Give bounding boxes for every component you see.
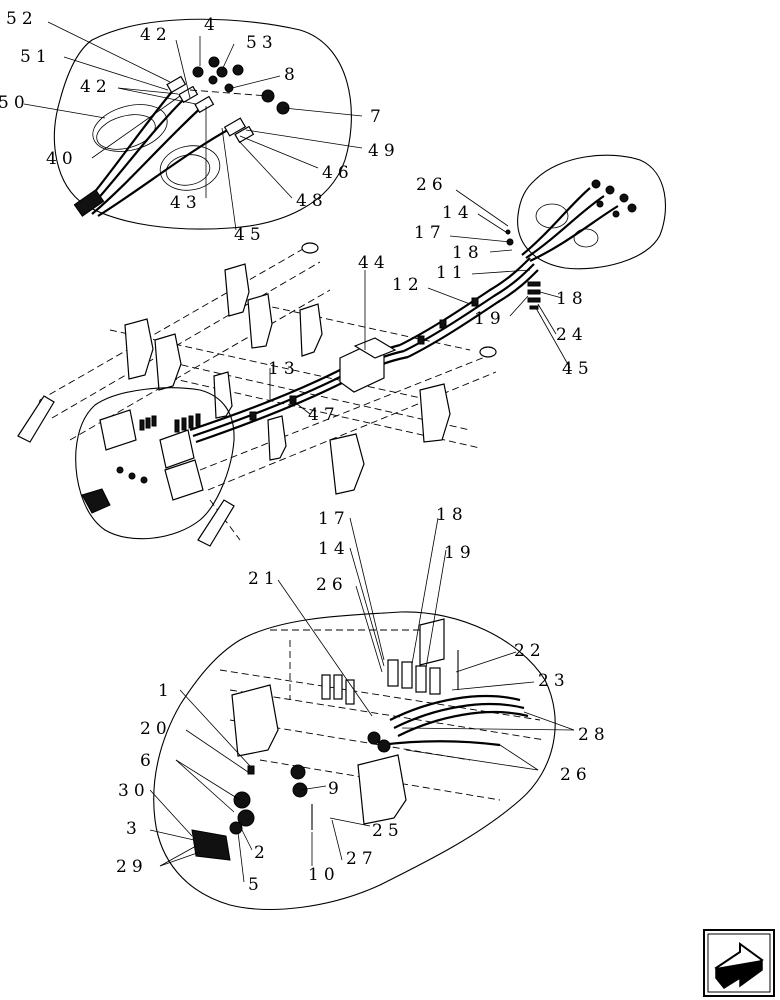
callout-6: 6	[140, 751, 156, 771]
callout-7: 7	[370, 107, 386, 127]
callout-44: 44	[358, 253, 390, 273]
callout-4: 4	[204, 15, 220, 35]
callout-42-b: 42	[80, 77, 112, 97]
frame-assembly	[17, 229, 541, 547]
callout-30: 30	[118, 781, 150, 801]
callout-2: 2	[254, 843, 270, 863]
detail-bubble-top-right	[517, 154, 666, 270]
callout-19-a: 19	[474, 309, 506, 329]
callout-17-a: 17	[414, 223, 446, 243]
callout-27: 27	[346, 849, 378, 869]
callout-26-b: 26	[316, 575, 348, 595]
callout-22: 22	[514, 641, 546, 661]
detail-bubble-mid-left	[75, 387, 235, 540]
leaders-bottom	[149, 517, 575, 883]
callout-23: 23	[538, 671, 570, 691]
callout-18-b: 18	[556, 289, 588, 309]
detail-bubble-bottom	[153, 611, 556, 910]
callout-12: 12	[392, 275, 424, 295]
callout-8: 8	[284, 65, 300, 85]
callout-20: 20	[140, 719, 172, 739]
callout-labels: 52 51 50 42 42 4 53 8 7 49 40 46 43 48 4…	[0, 9, 610, 895]
callout-52: 52	[6, 9, 38, 29]
callout-45-a: 45	[234, 225, 266, 245]
callout-18-c: 18	[436, 505, 468, 525]
callout-3: 3	[126, 819, 142, 839]
callout-51: 51	[20, 47, 52, 67]
next-page-arrow-icon[interactable]	[703, 929, 775, 997]
callout-24: 24	[556, 325, 588, 345]
callout-17-b: 17	[318, 509, 350, 529]
callout-18-a: 18	[452, 243, 484, 263]
callout-45-b: 45	[562, 359, 594, 379]
callout-47: 47	[308, 405, 340, 425]
callout-53: 53	[246, 33, 278, 53]
leaders-top-left	[23, 21, 363, 231]
callout-13: 13	[268, 359, 300, 379]
callout-43: 43	[170, 193, 202, 213]
leaders-main	[269, 189, 571, 415]
callout-14-a: 14	[442, 203, 474, 223]
callout-42-a: 42	[140, 25, 172, 45]
callout-28: 28	[578, 725, 610, 745]
callout-46: 46	[322, 163, 354, 183]
callout-50: 50	[0, 93, 30, 113]
callout-19-b: 19	[444, 543, 476, 563]
callout-49: 49	[368, 141, 400, 161]
callout-21: 21	[248, 569, 280, 589]
callout-26-a: 26	[416, 175, 448, 195]
callout-14-b: 14	[318, 539, 350, 559]
callout-40: 40	[46, 149, 78, 169]
callout-5: 5	[248, 875, 264, 895]
callout-48: 48	[296, 191, 328, 211]
callout-10: 10	[308, 865, 340, 885]
callout-9: 9	[328, 779, 344, 799]
callout-11: 11	[436, 263, 468, 283]
callout-26-c: 26	[560, 765, 592, 785]
callout-1: 1	[158, 681, 174, 701]
callout-29: 29	[116, 857, 148, 877]
detail-bubble-top-left	[53, 18, 352, 230]
callout-25: 25	[372, 821, 404, 841]
